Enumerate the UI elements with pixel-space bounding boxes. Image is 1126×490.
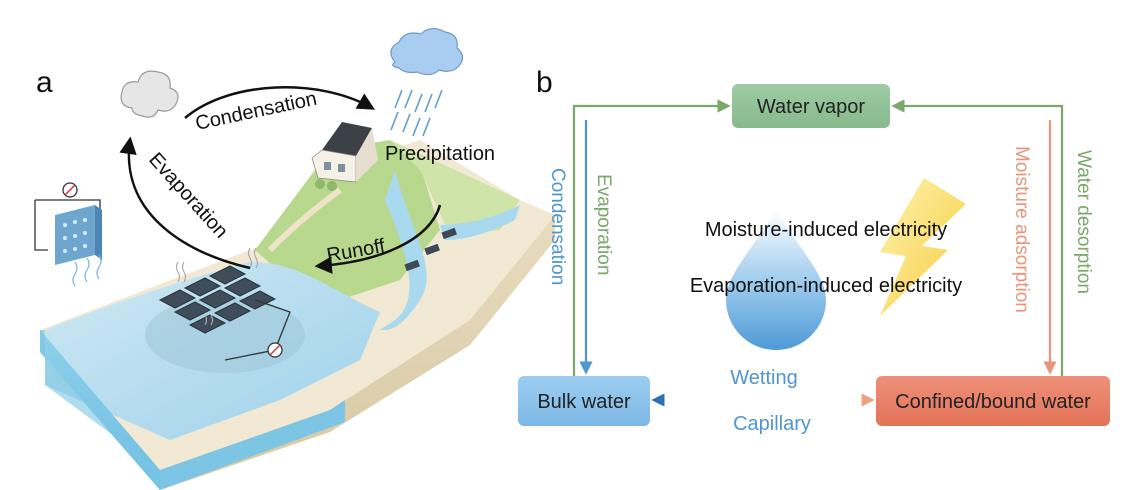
moisture-adsorption-edge-label: Moisture adsorption xyxy=(1011,146,1032,313)
node-water-vapor: Water vapor xyxy=(732,84,890,128)
condensation-edge-label: Condensation xyxy=(547,168,568,285)
condensation-arrow xyxy=(184,86,376,119)
hydro-panels xyxy=(404,227,457,272)
capillary-edge-label: Capillary xyxy=(733,413,811,435)
water-desorption-edge-label: Water desorption xyxy=(1073,150,1094,294)
water-drop-icon xyxy=(726,210,826,350)
water-desorption-connector xyxy=(891,99,1064,380)
confined-water-label: Confined/bound water xyxy=(895,391,1091,413)
cloud-icon xyxy=(120,70,179,118)
panel-a-label: a xyxy=(36,66,53,99)
panel-a: a xyxy=(34,27,555,490)
runoff-arrow xyxy=(314,204,442,274)
node-bulk-water: Bulk water xyxy=(518,376,650,426)
rain-cloud-icon xyxy=(390,27,464,137)
river xyxy=(380,170,427,330)
water-vapor-label: Water vapor xyxy=(757,96,866,118)
evaporation-edge-label: Evaporation xyxy=(593,174,614,275)
array-wire xyxy=(224,299,291,361)
condensation-label: Condensation xyxy=(193,88,318,135)
river-branch xyxy=(440,205,520,240)
panel-b: b Water vapor Bulk water Confined/bound … xyxy=(518,66,1110,435)
panel-b-label: b xyxy=(536,66,553,99)
evaporation-arrow xyxy=(119,136,251,270)
block-front-water xyxy=(160,400,345,490)
dirt-road xyxy=(267,187,342,253)
moisture-electricity-label: Moisture-induced electricity xyxy=(705,219,947,241)
heat-wisps xyxy=(175,247,259,326)
lightning-bolt-icon xyxy=(880,178,966,316)
water-cycle-arrows xyxy=(119,86,442,274)
evaporation-connector xyxy=(572,99,731,380)
evaporation-label: Evaporation xyxy=(144,149,232,243)
landscape-illustration xyxy=(40,122,555,490)
evaporation-electricity-label: Evaporation-induced electricity xyxy=(690,275,962,297)
wetting-edge-label: Wetting xyxy=(730,367,797,389)
node-confined-water: Confined/bound water xyxy=(876,376,1110,426)
bulk-water-label: Bulk water xyxy=(537,391,631,413)
precipitation-label: Precipitation xyxy=(385,143,495,165)
hill-slope xyxy=(390,140,520,235)
floating-solar-array xyxy=(158,265,277,334)
evaporator-device xyxy=(34,182,102,287)
house xyxy=(311,122,378,191)
